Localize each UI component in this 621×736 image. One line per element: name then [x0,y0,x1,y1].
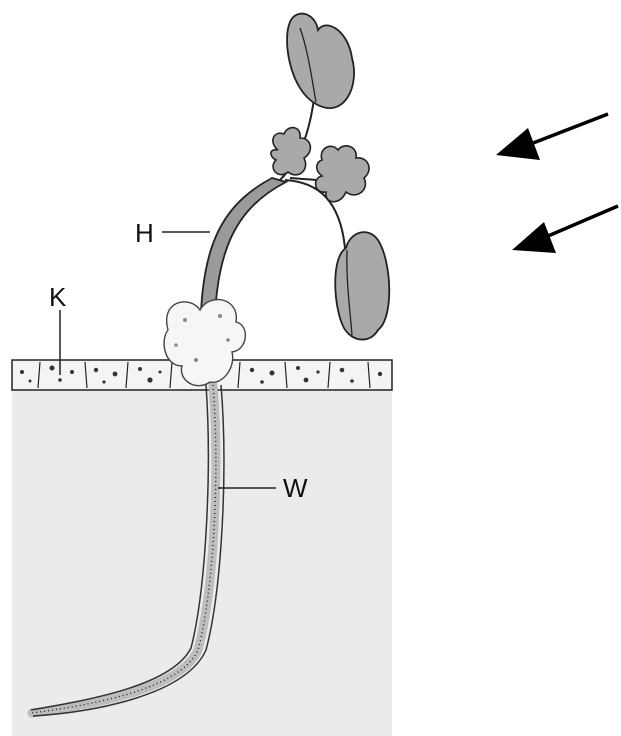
label-crust: K [49,282,67,312]
arrow-left-down-icon [496,114,608,160]
small-leaf-left [271,128,310,175]
right-leaf [335,232,389,339]
upper-leaf [287,14,354,109]
soil-region [12,388,392,736]
label-hypocotyl: H [135,218,154,248]
small-leaf-right [316,146,369,202]
arrow-left-down-icon [512,206,618,253]
label-root: W [283,473,308,503]
